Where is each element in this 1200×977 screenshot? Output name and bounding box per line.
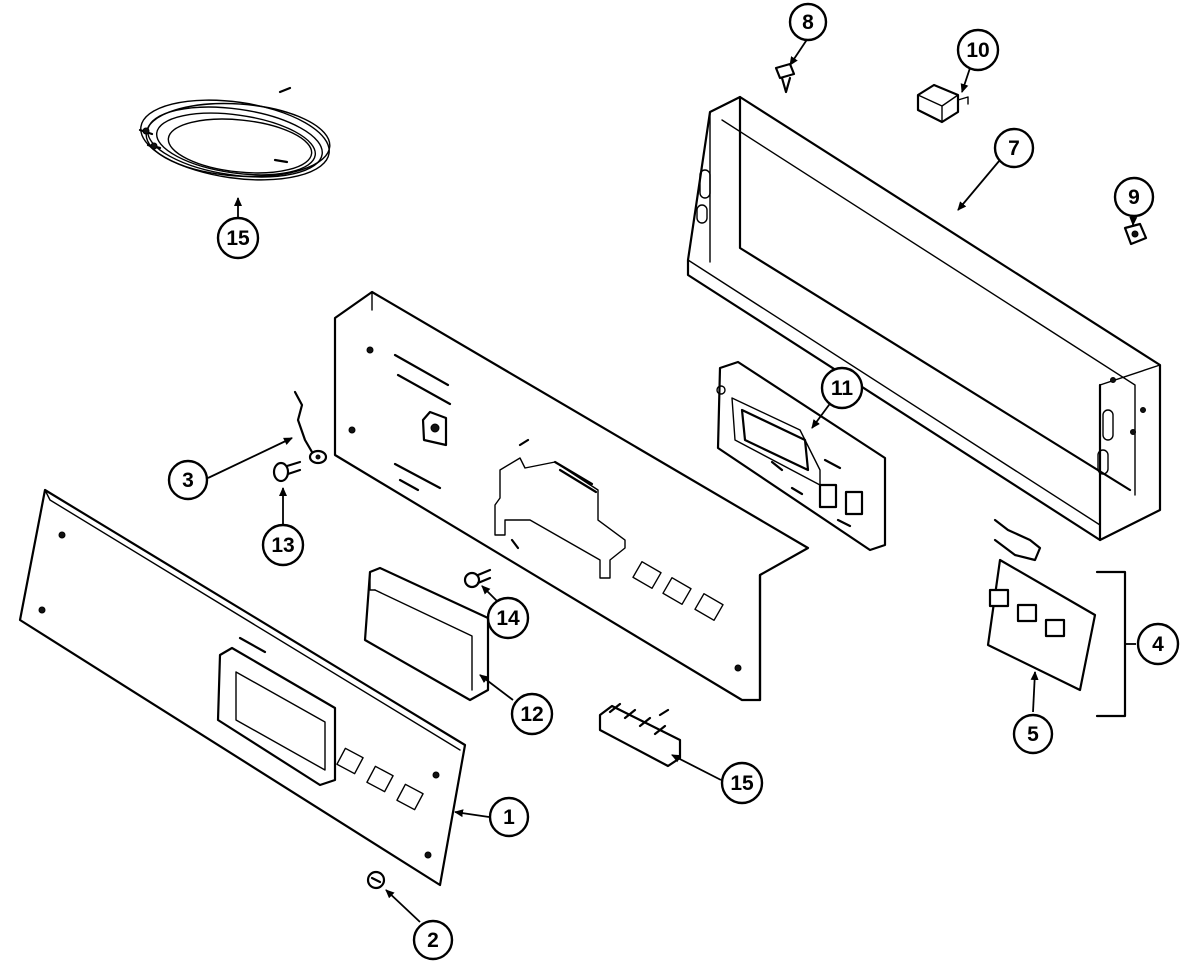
callout-3-label: 3 (182, 469, 194, 492)
front-console-panel (18, 488, 467, 887)
callout-4: 4 (1136, 622, 1180, 666)
clip-block-10 (916, 83, 969, 124)
callout-5: 5 (1012, 713, 1054, 755)
screw-8 (774, 62, 796, 94)
callout-11: 11 (820, 366, 864, 410)
callout-9-label: 9 (1128, 186, 1140, 209)
callout-10: 10 (956, 28, 1000, 72)
callout-14: 14 (486, 596, 530, 640)
control-panel-backplate (333, 290, 810, 702)
callout-11-label: 11 (831, 377, 854, 400)
clip-9 (1123, 222, 1148, 246)
callout-4-label: 4 (1152, 633, 1164, 656)
callout-13-label: 13 (271, 534, 294, 557)
wire-harness-coil (138, 86, 331, 181)
callout-2-label: 2 (427, 929, 439, 952)
callout-15-top: 15 (216, 216, 260, 260)
callout-15-bottom-label: 15 (730, 772, 754, 795)
callout-1: 1 (488, 796, 530, 838)
connector-15 (598, 702, 682, 768)
keypad-board (986, 518, 1127, 718)
callout-7-label: 7 (1008, 137, 1020, 160)
callout-14-label: 14 (496, 607, 520, 630)
callout-15-top-label: 15 (226, 227, 250, 250)
control-board-11 (716, 360, 887, 552)
callout-15-bottom: 15 (720, 761, 764, 805)
callout-5-label: 5 (1027, 723, 1039, 746)
callout-2: 2 (412, 919, 454, 961)
screw-2 (366, 870, 386, 890)
callout-12-label: 12 (520, 703, 543, 726)
callout-9: 9 (1113, 176, 1155, 218)
leader-lines (207, 37, 1138, 923)
ground-wire-3 (293, 390, 328, 465)
console-housing (686, 95, 1162, 542)
screw-14 (463, 568, 492, 589)
callout-1-label: 1 (503, 806, 515, 829)
callout-13: 13 (261, 523, 305, 567)
callout-12: 12 (510, 692, 554, 736)
display-lens-12 (363, 566, 490, 702)
callout-7: 7 (993, 127, 1035, 169)
callout-8-label: 8 (802, 11, 814, 34)
callout-3: 3 (167, 459, 209, 501)
screw-13 (272, 460, 302, 483)
callout-8: 8 (788, 2, 828, 42)
callout-10-label: 10 (966, 39, 989, 62)
